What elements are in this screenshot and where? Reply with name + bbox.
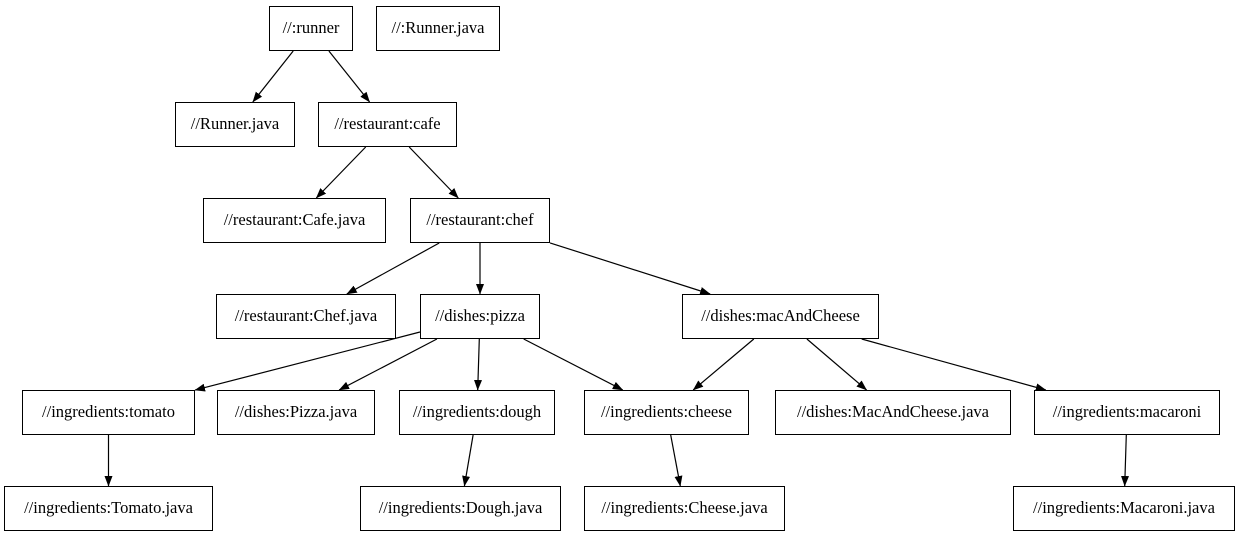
graph-node-cheese-java: //ingredients:Cheese.java	[584, 486, 785, 531]
edge-cafe-to-cafeJava	[315, 146, 367, 199]
graph-node-chef: //restaurant:chef	[410, 198, 550, 243]
graph-node-tomato: //ingredients:tomato	[22, 390, 195, 435]
graph-node-pizza: //dishes:pizza	[420, 294, 540, 339]
edge-pizza-to-pizzaJava	[338, 338, 438, 391]
edge-macAndCheese-to-macaroni	[861, 338, 1047, 392]
graph-node-pizza-java: //dishes:Pizza.java	[217, 390, 375, 435]
edge-cheese-to-cheeseJava	[670, 434, 683, 487]
edge-pizza-to-cheese	[523, 338, 624, 391]
edge-macAndCheese-to-cheese	[692, 338, 755, 391]
edge-macAndCheese-to-macAndCheeseJava	[806, 338, 867, 391]
edge-chef-to-chefJava	[346, 242, 440, 295]
graph-node-cafe: //restaurant:cafe	[318, 102, 457, 147]
graph-node-chef-java: //restaurant:Chef.java	[216, 294, 396, 339]
graph-node-cheese: //ingredients:cheese	[584, 390, 749, 435]
graph-node-mac-and-cheese-java: //dishes:MacAndCheese.java	[775, 390, 1011, 435]
edge-macaroni-to-macaroniJava	[1121, 434, 1130, 487]
graph-node-cafe-java: //restaurant:Cafe.java	[203, 198, 386, 243]
graph-node-runner-java: //Runner.java	[175, 102, 295, 147]
edge-pizza-to-dough	[474, 338, 483, 391]
graph-node-dough: //ingredients:dough	[399, 390, 555, 435]
edge-pizza-to-tomato	[194, 331, 421, 392]
graph-node-runner-java-root: //:Runner.java	[376, 6, 500, 51]
graph-node-macaroni-java: //ingredients:Macaroni.java	[1013, 486, 1235, 531]
graph-node-runner: //:runner	[269, 6, 353, 51]
graph-node-dough-java: //ingredients:Dough.java	[360, 486, 561, 531]
edge-runner-to-cafe	[328, 50, 371, 103]
edge-dough-to-doughJava	[462, 434, 474, 487]
edge-runner-to-runnerJava	[252, 50, 294, 103]
edge-chef-to-macAndCheese	[549, 242, 711, 295]
edge-cafe-to-chef	[408, 146, 459, 199]
graph-node-mac-and-cheese: //dishes:macAndCheese	[682, 294, 879, 339]
graph-node-macaroni: //ingredients:macaroni	[1034, 390, 1220, 435]
graph-node-tomato-java: //ingredients:Tomato.java	[4, 486, 213, 531]
